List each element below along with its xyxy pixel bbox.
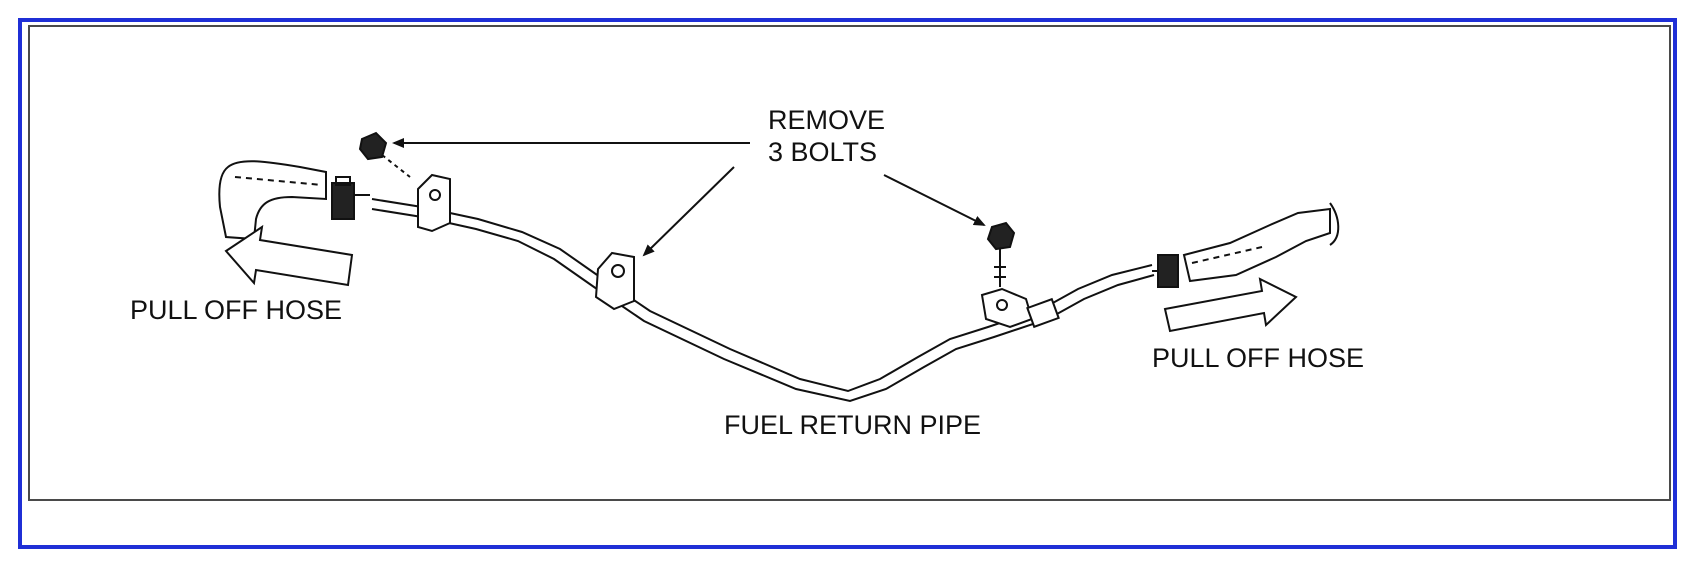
- caption-area: [28, 501, 1671, 545]
- pull-off-hose-label-left: PULL OFF HOSE: [130, 295, 342, 325]
- left-hose-icon: [218, 160, 327, 241]
- right-hose-icon: [1182, 202, 1340, 283]
- bracket-icon-1: [417, 173, 451, 233]
- remove-label-line1: REMOVE: [768, 105, 885, 135]
- remove-label-line2: 3 BOLTS: [768, 137, 877, 167]
- fuel-return-pipe-diagram: REMOVE 3 BOLTS PULL OFF HOSE PULL OFF HO…: [130, 105, 1364, 440]
- diagram-panel: REMOVE 3 BOLTS PULL OFF HOSE PULL OFF HO…: [28, 25, 1671, 501]
- right-pull-arrow-icon: [1163, 277, 1298, 333]
- pipe-connector-icon: [1026, 297, 1060, 329]
- fuel-return-pipe-label: FUEL RETURN PIPE: [724, 410, 981, 440]
- bracket-icon-3: [980, 287, 1034, 329]
- left-pull-arrow-icon: [224, 224, 354, 287]
- right-clamp-icon: [1152, 254, 1179, 288]
- bolt-icon-left: [358, 131, 411, 178]
- remove-bolts-pointers: [392, 138, 986, 257]
- pull-off-hose-label-right: PULL OFF HOSE: [1152, 343, 1364, 373]
- bolt-icon-right: [986, 221, 1016, 287]
- bracket-icon-2: [594, 251, 635, 311]
- diagram-frame: REMOVE 3 BOLTS PULL OFF HOSE PULL OFF HO…: [18, 18, 1677, 549]
- fuel-return-pipe: [371, 198, 1155, 403]
- left-clamp-icon: [331, 176, 370, 220]
